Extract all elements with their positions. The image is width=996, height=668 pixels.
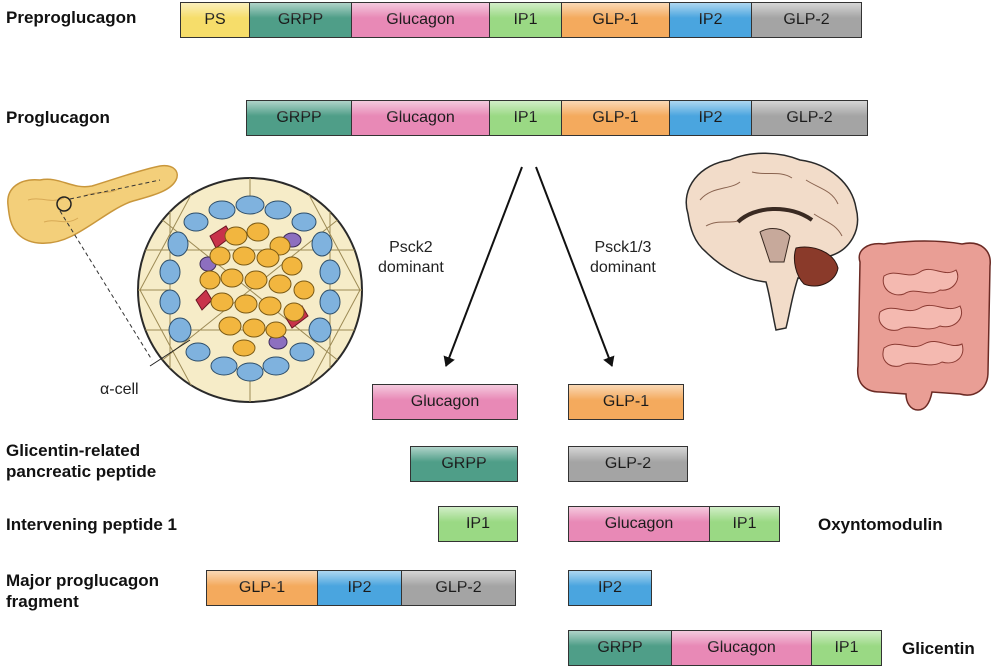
segment-ip1: IP1 [438,506,518,542]
psck2-arrow [443,166,523,367]
label-grpp-line2: pancreatic peptide [6,462,157,481]
label-intervening-peptide-1: Intervening peptide 1 [6,515,177,534]
label-psck13-line2: dominant [590,259,656,276]
segment-ip2: IP2 [670,2,752,38]
label-psck13-line1: Psck1/3 [594,239,652,256]
label-alpha-cell: α-cell [100,381,139,398]
segment-ip2: IP2 [568,570,652,606]
segment-glucagon: Glucagon [568,506,710,542]
segment-glp1: GLP-1 [206,570,318,606]
label-psck2-line2: dominant [378,259,444,276]
segment-ps: PS [180,2,250,38]
segment-ip1: IP1 [490,2,562,38]
segment-ip1: IP1 [710,506,780,542]
bar-proglucagon: GRPP Glucagon IP1 GLP-1 IP2 GLP-2 [246,100,868,136]
bar-grpp: GRPP [410,446,518,482]
islet-cross-section-icon [137,177,363,403]
segment-ip1: IP1 [490,100,562,136]
bar-glucagon: Glucagon [372,384,518,420]
segment-glp2: GLP-2 [752,2,862,38]
intestine-icon [856,240,991,411]
segment-ip2: IP2 [670,100,752,136]
segment-glp1: GLP-1 [562,2,670,38]
segment-glucagon: Glucagon [672,630,812,666]
label-psck2-line1: Psck2 [389,239,433,256]
segment-glp2: GLP-2 [568,446,688,482]
segment-grpp: GRPP [246,100,352,136]
bar-glp2: GLP-2 [568,446,688,482]
segment-glucagon: Glucagon [352,100,490,136]
segment-glp2: GLP-2 [402,570,516,606]
bar-ip1: IP1 [438,506,518,542]
segment-grpp: GRPP [250,2,352,38]
bar-preproglucagon: PS GRPP Glucagon IP1 GLP-1 IP2 GLP-2 [180,2,862,38]
label-glicentin-related-pancreatic-peptide: Glicentin-related pancreatic peptide [6,440,156,482]
segment-glucagon: Glucagon [352,2,490,38]
segment-glp1: GLP-1 [562,100,670,136]
pancreas-icon [7,164,178,361]
segment-glp2: GLP-2 [752,100,868,136]
label-major-proglucagon-fragment: Major proglucagon fragment [6,570,159,612]
bar-glp1: GLP-1 [568,384,684,420]
bar-major-proglucagon-fragment: GLP-1 IP2 GLP-2 [206,570,516,606]
segment-ip1: IP1 [812,630,882,666]
psck13-arrow [535,166,615,367]
label-psck13-dominant: Psck1/3 dominant [590,238,656,278]
bar-ip2: IP2 [568,570,652,606]
segment-grpp: GRPP [568,630,672,666]
label-psck2-dominant: Psck2 dominant [378,238,444,278]
segment-glucagon: Glucagon [372,384,518,420]
brain-icon [685,152,859,331]
label-glicentin: Glicentin [902,639,975,658]
label-grpp-line1: Glicentin-related [6,441,141,460]
label-mpgf-line2: fragment [6,592,79,611]
cleavage-arrows [443,166,615,367]
segment-glp1: GLP-1 [568,384,684,420]
label-preproglucagon: Preproglucagon [6,8,137,27]
bar-glicentin: GRPP Glucagon IP1 [568,630,882,666]
label-oxyntomodulin: Oxyntomodulin [818,515,943,534]
label-mpgf-line1: Major proglucagon [6,571,159,590]
bar-oxyntomodulin: Glucagon IP1 [568,506,780,542]
label-proglucagon: Proglucagon [6,108,110,127]
segment-grpp: GRPP [410,446,518,482]
segment-ip2: IP2 [318,570,402,606]
